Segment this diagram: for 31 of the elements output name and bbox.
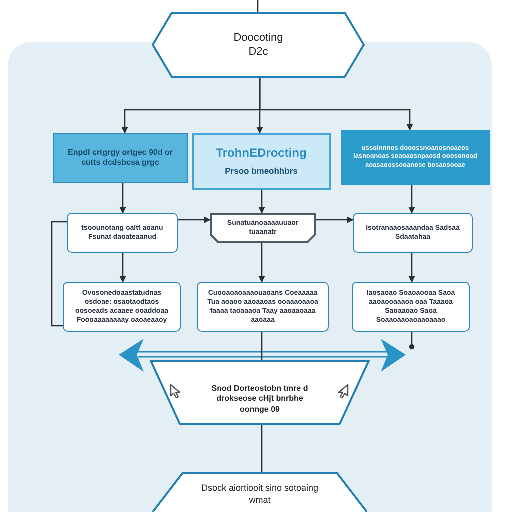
arrow: [259, 78, 414, 131]
connector-line: [51, 221, 67, 327]
hexagon-node: [152, 12, 365, 78]
node-label: Snod Dorteostobn tmre d drokseose cHjt bnrbhe oonnge 09: [210, 384, 310, 416]
process-box: [341, 130, 490, 185]
node-label: Dsock aiortiooit sino sotoaing wmat: [200, 483, 320, 507]
arrow: [120, 183, 126, 214]
body-text: Prsoo bmeohhbrs: [225, 166, 298, 177]
arrow: [316, 216, 354, 224]
arrow: [178, 216, 211, 224]
node-label: Enpdl crtgrgy ortgec 90d or cutts dcdsbcsa grgc: [67, 148, 174, 168]
connector-line: [409, 332, 415, 350]
process-box: [192, 133, 331, 190]
process-box: [67, 213, 178, 253]
connector-line: [257, 0, 259, 12]
arrow: [408, 253, 416, 283]
arrow: [258, 190, 266, 214]
arrow: [120, 253, 126, 283]
node-label: Doocoting D2c: [232, 30, 284, 60]
arrow: [408, 185, 416, 214]
arrow: [258, 243, 266, 283]
hexagon-node: [152, 472, 368, 512]
process-box: [210, 213, 316, 243]
process-box: [53, 133, 188, 183]
connector-line: [261, 425, 263, 472]
process-box: [197, 282, 329, 332]
process-box: [352, 282, 470, 332]
connector-line: [261, 332, 263, 360]
process-box: [353, 213, 473, 253]
process-box: [63, 282, 181, 332]
heading: TrohnEDrocting: [216, 146, 307, 162]
